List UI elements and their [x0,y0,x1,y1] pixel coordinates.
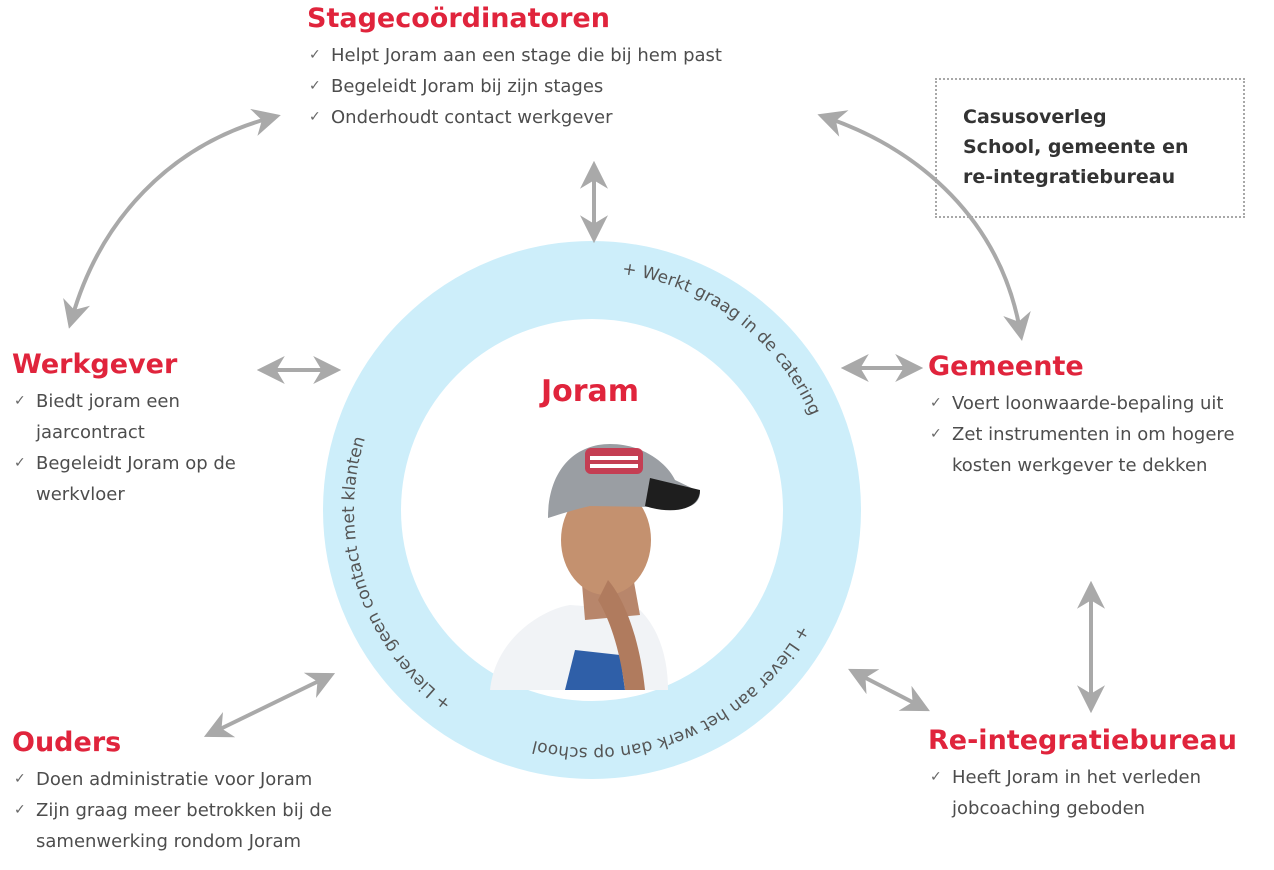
arrow-joram-reint [848,668,930,712]
joram-name: Joram [540,374,640,409]
check-icon: ✓ [309,47,321,63]
cap-flag-stripe [590,464,638,468]
reintegratiebureau-block: Re-integratiebureau ✓ Heeft Joram in het … [928,724,1273,824]
connector-arrows [63,108,1105,738]
casusoverleg-line: re-integratiebureau [963,166,1176,188]
casusoverleg-box: Casusoverleg School, gemeente en re-inte… [935,78,1245,218]
arrow-stage-gemeente [817,110,1031,342]
cap-flag-stripe [590,456,638,460]
casusoverleg-line: School, gemeente en [963,136,1189,158]
list-item: ✓ Zet instrumenten in om hogere kosten we… [928,419,1248,481]
check-icon: ✓ [930,769,942,785]
list-item: ✓ Biedt joram een jaarcontract [12,386,282,448]
list-item-text: Zet instrumenten in om hogere kosten wer… [952,424,1235,476]
reintegratiebureau-title: Re-integratiebureau [928,725,1237,756]
stagecoordinatoren-title: Stagecoördinatoren [307,3,610,34]
werkgever-title: Werkgever [12,349,178,380]
list-item-text: Voert loonwaarde-bepaling uit [952,393,1224,414]
werkgever-list: ✓ Biedt joram een jaarcontract ✓ Begeleidt… [12,386,282,510]
face-shape [561,485,651,595]
stagecoordinatoren-list: ✓ Helpt Joram aan een stage die bij hem p… [307,40,867,133]
list-item: ✓ Doen administratie voor Joram [12,764,432,795]
list-item-text: Helpt Joram aan een stage die bij hem pa… [331,45,722,66]
ouders-block: Ouders ✓ Doen administratie voor Joram ✓ Z… [12,726,432,857]
list-item: ✓ Zijn graag meer betrokken bij de samenw… [12,795,432,857]
werkgever-block: Werkgever ✓ Biedt joram een jaarcontract … [12,348,282,510]
check-icon: ✓ [309,78,321,94]
list-item-text: Begeleidt Joram bij zijn stages [331,76,604,97]
arrow-werkgever-stage [63,108,281,329]
shirt-detail [565,650,625,690]
hand-shape [598,580,645,690]
joram-ring [323,241,861,779]
list-item: ✓ Helpt Joram aan een stage die bij hem p… [307,40,867,71]
cap-flag-icon [585,448,643,474]
joram-photo [490,444,700,690]
list-item-text: Onderhoudt contact werkgever [331,107,613,128]
ouders-list: ✓ Doen administratie voor Joram ✓ Zijn gra… [12,764,432,857]
gemeente-block: Gemeente ✓ Voert loonwaarde-bepaling uit … [928,350,1248,481]
casusoverleg-line: Casusoverleg [963,106,1107,128]
list-item-text: Heeft Joram in het verleden jobcoaching … [952,767,1201,819]
list-item-text: Zijn graag meer betrokken bij de samenwe… [36,800,332,852]
check-icon: ✓ [14,802,26,818]
list-item-text: Begeleidt Joram op de werkvloer [36,453,236,505]
list-item-text: Doen administratie voor Joram [36,769,313,790]
check-icon: ✓ [309,109,321,125]
cap-visor [645,478,700,511]
gemeente-list: ✓ Voert loonwaarde-bepaling uit ✓ Zet inst… [928,388,1248,481]
list-item: ✓ Onderhoudt contact werkgever [307,102,867,133]
check-icon: ✓ [14,455,26,471]
check-icon: ✓ [14,771,26,787]
check-icon: ✓ [930,426,942,442]
gemeente-title: Gemeente [928,351,1084,382]
check-icon: ✓ [14,393,26,409]
list-item-text: Biedt joram een jaarcontract [36,391,180,443]
arrow-ouders-joram [203,672,336,738]
list-item: ✓ Heeft Joram in het verleden jobcoaching… [928,762,1273,824]
reintegratiebureau-list: ✓ Heeft Joram in het verleden jobcoaching… [928,762,1273,824]
check-icon: ✓ [930,395,942,411]
stagecoordinatoren-block: Stagecoördinatoren ✓ Helpt Joram aan een … [307,2,867,133]
list-item: ✓ Begeleidt Joram bij zijn stages [307,71,867,102]
list-item: ✓ Begeleidt Joram op de werkvloer [12,448,282,510]
ouders-title: Ouders [12,727,122,758]
list-item: ✓ Voert loonwaarde-bepaling uit [928,388,1248,419]
